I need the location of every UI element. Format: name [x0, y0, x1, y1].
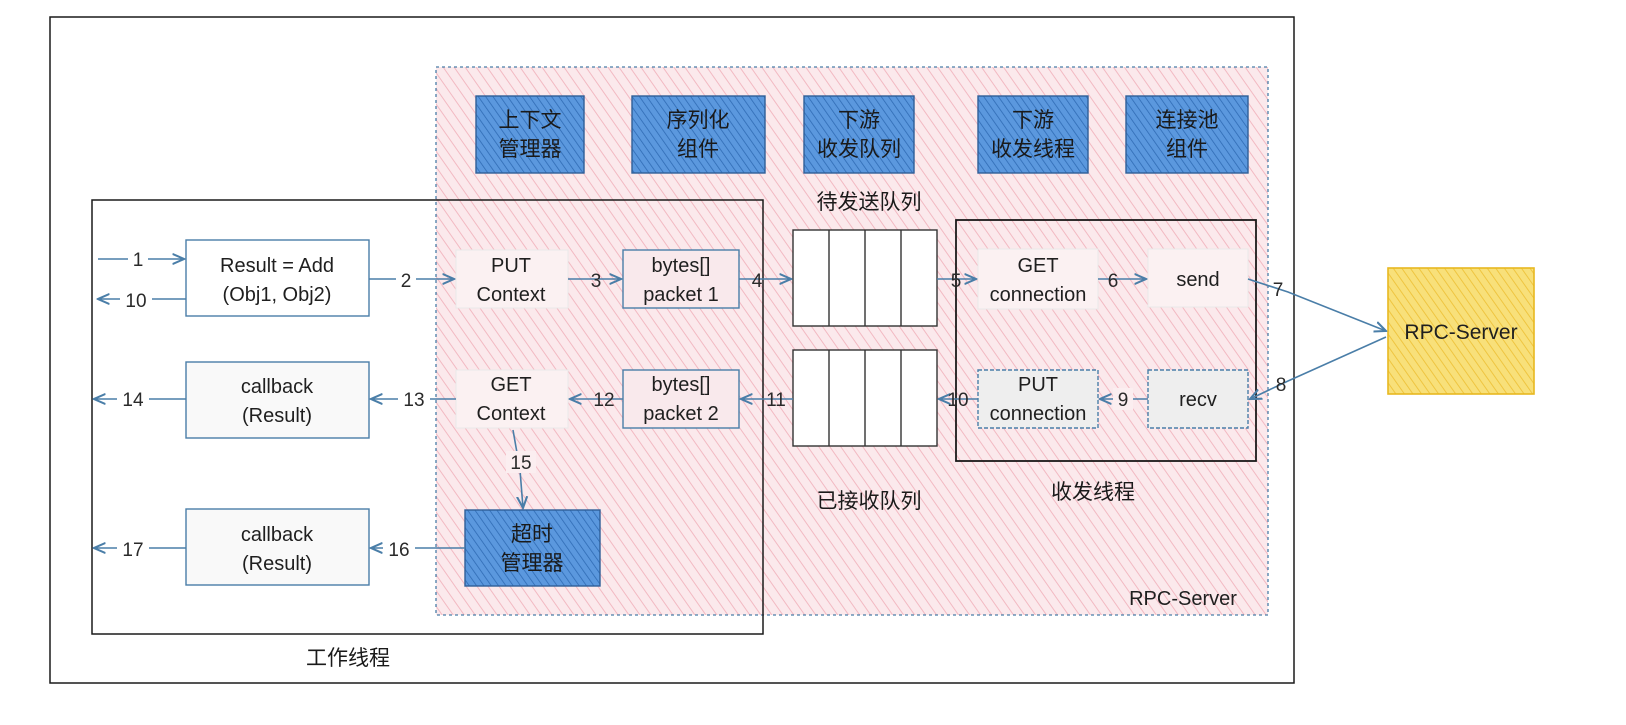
component-downstream-thread: 下游 收发线程 [977, 95, 1089, 174]
step-label-6: 6 [1108, 271, 1119, 292]
svg-text:connection: connection [990, 284, 1087, 306]
component-serializer: 序列化 组件 [631, 95, 766, 174]
svg-text:(Result): (Result) [242, 553, 312, 575]
svg-text:connection: connection [990, 403, 1087, 425]
step-label-7: 7 [1273, 280, 1284, 301]
svg-text:超时: 超时 [511, 522, 553, 546]
step-label-11: 11 [766, 390, 786, 411]
packet-1-box: bytes[] packet 1 [622, 249, 740, 309]
arrow-step-8 [1250, 336, 1387, 399]
callback-box-2: callback (Result) [185, 508, 370, 586]
svg-text:管理器: 管理器 [501, 551, 564, 575]
svg-text:packet 1: packet 1 [643, 284, 719, 306]
step-label-16: 16 [388, 540, 409, 561]
step-label-5: 5 [951, 271, 962, 292]
get-context-box: GET Context [455, 369, 569, 429]
step-label-2: 2 [401, 271, 412, 292]
step-label-10-return: 10 [125, 291, 146, 312]
svg-text:Context: Context [477, 284, 546, 306]
step-label-15: 15 [510, 453, 531, 474]
svg-text:GET: GET [490, 374, 531, 396]
recv-box: recv [1147, 369, 1249, 429]
svg-text:RPC-Server: RPC-Server [1404, 321, 1517, 344]
step-label-4: 4 [752, 271, 763, 292]
svg-text:管理器: 管理器 [499, 137, 562, 161]
recv-queue [792, 349, 938, 447]
step-label-17: 17 [122, 540, 143, 561]
svg-text:组件: 组件 [677, 137, 719, 161]
svg-text:(Result): (Result) [242, 405, 312, 427]
rpc-server-region-label: RPC-Server [1129, 588, 1237, 610]
component-connection-pool: 连接池 组件 [1125, 95, 1249, 174]
callback-box-1: callback (Result) [185, 361, 370, 439]
step-label-8: 8 [1276, 375, 1287, 396]
svg-text:PUT: PUT [491, 255, 531, 277]
svg-text:PUT: PUT [1018, 374, 1058, 396]
arrow-step-7 [1247, 278, 1386, 331]
svg-text:recv: recv [1179, 389, 1217, 411]
svg-text:Context: Context [477, 403, 546, 425]
svg-text:bytes[]: bytes[] [652, 255, 711, 277]
svg-text:GET: GET [1017, 255, 1058, 277]
step-label-12: 12 [593, 390, 614, 411]
get-connection-box: GET connection [977, 248, 1099, 310]
svg-text:组件: 组件 [1166, 137, 1208, 161]
timeout-manager-box: 超时 管理器 [464, 509, 601, 587]
svg-text:send: send [1176, 269, 1219, 291]
svg-text:收发队列: 收发队列 [817, 137, 901, 161]
svg-text:(Obj1, Obj2): (Obj1, Obj2) [223, 284, 332, 306]
step-label-14: 14 [122, 390, 144, 411]
svg-text:callback: callback [241, 376, 314, 398]
work-thread-frame [91, 199, 764, 635]
step-label-10: 10 [947, 390, 968, 411]
svg-text:下游: 下游 [838, 108, 880, 132]
send-queue-label: 待发送队列 [817, 190, 922, 214]
step-label-9: 9 [1118, 390, 1129, 411]
svg-text:callback: callback [241, 524, 314, 546]
svg-text:收发线程: 收发线程 [991, 137, 1075, 161]
send-queue [792, 229, 938, 327]
result-add-box: Result = Add (Obj1, Obj2) [185, 239, 370, 317]
component-context-manager: 上下文 管理器 [475, 95, 585, 174]
work-thread-label: 工作线程 [306, 646, 390, 670]
svg-text:序列化: 序列化 [667, 108, 730, 132]
remote-rpc-server-box: RPC-Server [1387, 267, 1535, 395]
svg-text:Result = Add: Result = Add [220, 255, 334, 277]
io-thread-frame [955, 219, 1257, 462]
svg-text:上下文: 上下文 [499, 108, 562, 132]
put-connection-box: PUT connection [977, 369, 1099, 429]
packet-2-box: bytes[] packet 2 [622, 369, 740, 429]
io-thread-label: 收发线程 [1051, 480, 1135, 504]
svg-text:连接池: 连接池 [1156, 108, 1219, 132]
send-box: send [1147, 248, 1249, 308]
recv-queue-label: 已接收队列 [817, 489, 922, 513]
svg-text:bytes[]: bytes[] [652, 374, 711, 396]
svg-text:packet 2: packet 2 [643, 403, 719, 425]
svg-text:下游: 下游 [1012, 108, 1054, 132]
step-label-3: 3 [591, 271, 602, 292]
step-label-1: 1 [133, 250, 144, 271]
put-context-box: PUT Context [455, 249, 569, 309]
step-label-13: 13 [403, 390, 424, 411]
component-downstream-queue: 下游 收发队列 [803, 95, 915, 174]
